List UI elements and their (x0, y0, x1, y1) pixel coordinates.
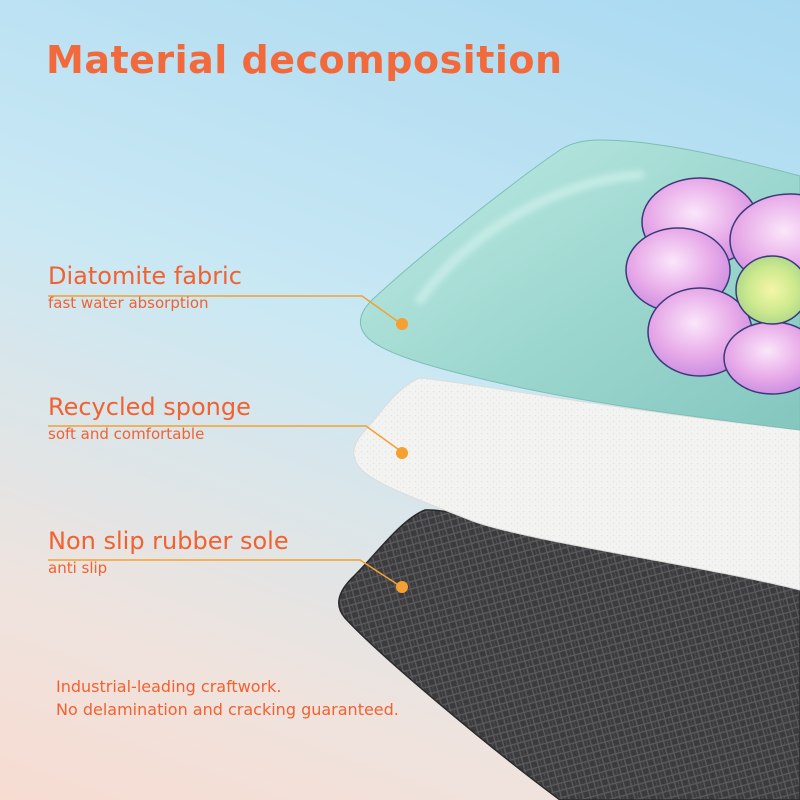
layer-label-rubber: Non slip rubber sole anti slip (48, 527, 289, 577)
page-title: Material decomposition (46, 38, 563, 82)
layer-label-sponge: Recycled sponge soft and comfortable (48, 393, 251, 443)
footer-line-1: Industrial-leading craftwork. (56, 677, 282, 696)
flower-graphic (625, 177, 800, 395)
layer-label-diatomite: Diatomite fabric fast water absorption (48, 262, 242, 312)
marker-dot-3 (396, 581, 408, 593)
layer-name: Recycled sponge (48, 393, 251, 421)
marker-dot-2 (396, 447, 408, 459)
footer-line-2: No delamination and cracking guaranteed. (56, 700, 399, 719)
leader-line-1 (48, 295, 401, 324)
layer-desc: anti slip (48, 559, 108, 577)
sponge-layer (353, 377, 800, 591)
layer-name: Diatomite fabric (48, 262, 242, 290)
layer-desc: fast water absorption (48, 294, 209, 312)
layer-name: Non slip rubber sole (48, 527, 289, 555)
layer-desc: soft and comfortable (48, 425, 205, 443)
leader-line-3 (48, 559, 401, 587)
leader-line-2 (48, 425, 403, 453)
footer-note: Industrial-leading craftwork. No delamin… (56, 675, 399, 721)
marker-dot-1 (396, 318, 408, 330)
